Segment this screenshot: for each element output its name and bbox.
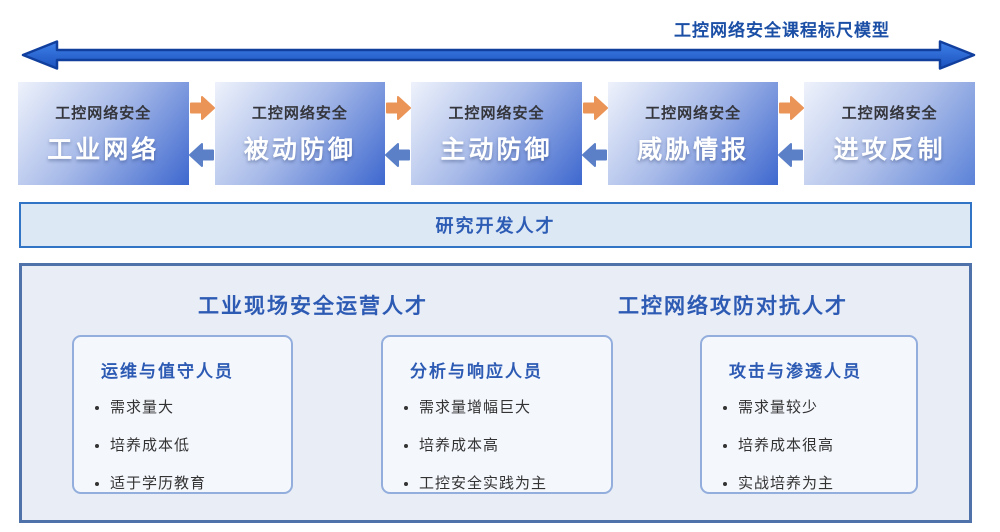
stage-connector (581, 82, 608, 185)
forward-arrow-icon (582, 96, 608, 120)
stage-box-threat-intelligence: 工控网络安全 威胁情报 (607, 82, 779, 185)
stage-tag: 工控网络安全 (251, 104, 348, 122)
backward-arrow-icon (581, 143, 607, 167)
stage-tag: 工控网络安全 (448, 104, 545, 122)
stage-name: 被动防御 (243, 135, 356, 164)
stage-box-active-defense: 工控网络安全 主动防御 (411, 82, 582, 185)
bullet-item: 工控安全实践为主 (419, 472, 603, 496)
card-operations-staff: 运维与值守人员 需求量大 培养成本低 适于学历教育 (72, 335, 293, 494)
bullet-list: 需求量增幅巨大 培养成本高 工控安全实践为主 (403, 396, 603, 496)
forward-arrow-icon (779, 96, 805, 120)
ruler-title: 工控网络安全课程标尺模型 (674, 21, 890, 40)
stage-tag: 工控网络安全 (55, 104, 152, 122)
bullet-list: 需求量较少 培养成本很高 实战培养为主 (722, 396, 908, 496)
bullet-item: 需求量较少 (738, 396, 908, 420)
stage-row: 工控网络安全 工业网络 工控网络安全 被动防御 工控网络安全 主动防御 (18, 82, 975, 185)
stage-tag: 工控网络安全 (841, 104, 938, 122)
card-title: 运维与值守人员 (101, 362, 234, 381)
backward-arrow-icon (778, 143, 804, 167)
backward-arrow-icon (385, 143, 411, 167)
backward-arrow-icon (188, 143, 214, 167)
stage-name: 进攻反制 (833, 135, 946, 164)
card-attack-penetration-staff: 攻击与渗透人员 需求量较少 培养成本很高 实战培养为主 (700, 335, 918, 494)
card-analysis-response-staff: 分析与响应人员 需求量增幅巨大 培养成本高 工控安全实践为主 (381, 335, 613, 494)
bullet-item: 实战培养为主 (738, 472, 908, 496)
bullet-item: 适于学历教育 (110, 472, 283, 496)
talent-panel: 工业现场安全运营人才 工控网络攻防对抗人才 运维与值守人员 需求量大 培养成本低… (19, 263, 972, 523)
bullet-item: 培养成本高 (419, 434, 603, 458)
bullet-list: 需求量大 培养成本低 适于学历教育 (94, 396, 283, 496)
double-headed-arrow-icon (21, 40, 976, 70)
group-title-field-operations: 工业现场安全运营人才 (198, 295, 428, 318)
stage-name: 工业网络 (47, 135, 160, 164)
group-title-attack-defense: 工控网络攻防对抗人才 (618, 295, 848, 318)
research-development-label: 研究开发人才 (435, 216, 556, 236)
stage-connector (385, 82, 412, 185)
stage-connector (778, 82, 805, 185)
stage-box-counter-attack: 工控网络安全 进攻反制 (804, 82, 975, 185)
stage-tag: 工控网络安全 (645, 104, 742, 122)
bullet-item: 培养成本低 (110, 434, 283, 458)
bullet-item: 培养成本很高 (738, 434, 908, 458)
stage-box-industrial-network: 工控网络安全 工业网络 (18, 82, 189, 185)
stage-connector (188, 82, 215, 185)
forward-arrow-icon (386, 96, 412, 120)
stage-box-passive-defense: 工控网络安全 被动防御 (214, 82, 386, 185)
bullet-item: 需求量大 (110, 396, 283, 420)
stage-name: 威胁情报 (637, 135, 750, 164)
card-title: 分析与响应人员 (410, 362, 543, 381)
forward-arrow-icon (189, 96, 215, 120)
research-development-bar: 研究开发人才 (19, 202, 972, 248)
stage-name: 主动防御 (440, 135, 553, 164)
bullet-item: 需求量增幅巨大 (419, 396, 603, 420)
card-title: 攻击与渗透人员 (729, 362, 862, 381)
